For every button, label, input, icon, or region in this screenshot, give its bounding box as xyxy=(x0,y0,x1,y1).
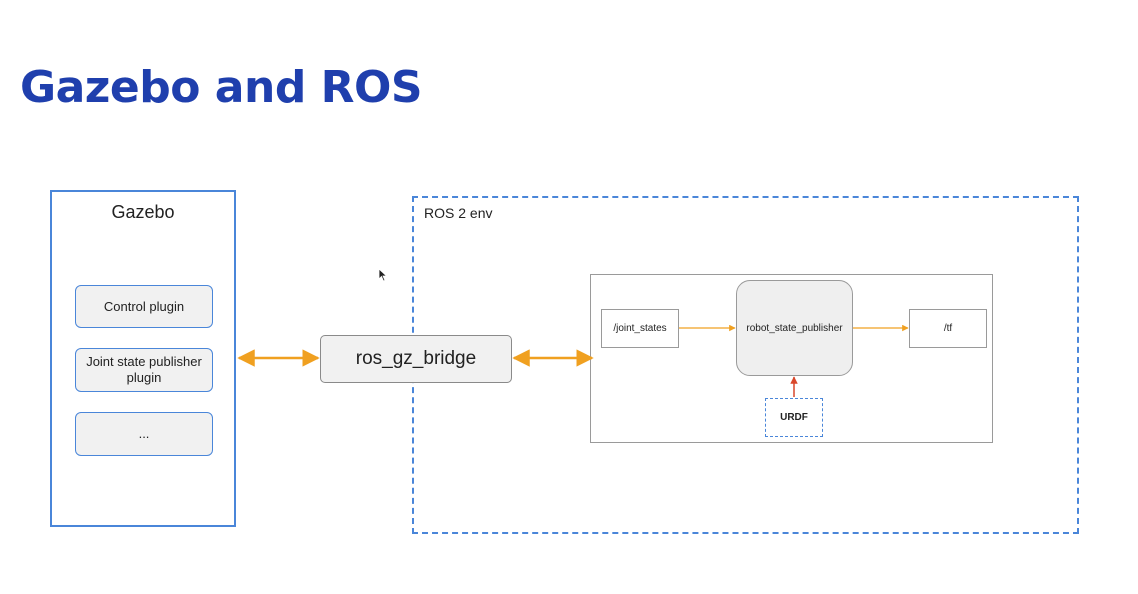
ros-gz-bridge-box: ros_gz_bridge xyxy=(320,335,512,383)
mouse-cursor-icon xyxy=(378,268,388,282)
control-plugin-box: Control plugin xyxy=(75,285,213,328)
joint-state-publisher-plugin-box: Joint state publisher plugin xyxy=(75,348,213,392)
slide-title: Gazebo and ROS xyxy=(20,62,423,113)
tf-topic-box: /tf xyxy=(909,309,987,348)
more-plugins-box: ... xyxy=(75,412,213,456)
ros2-env-label: ROS 2 env xyxy=(424,205,493,221)
joint-states-topic-box: /joint_states xyxy=(601,309,679,348)
gazebo-label: Gazebo xyxy=(111,202,175,222)
robot-state-publisher-node: robot_state_publisher xyxy=(736,280,853,376)
gazebo-container: Gazebo Control plugin Joint state publis… xyxy=(50,190,236,527)
urdf-box: URDF xyxy=(765,398,823,437)
